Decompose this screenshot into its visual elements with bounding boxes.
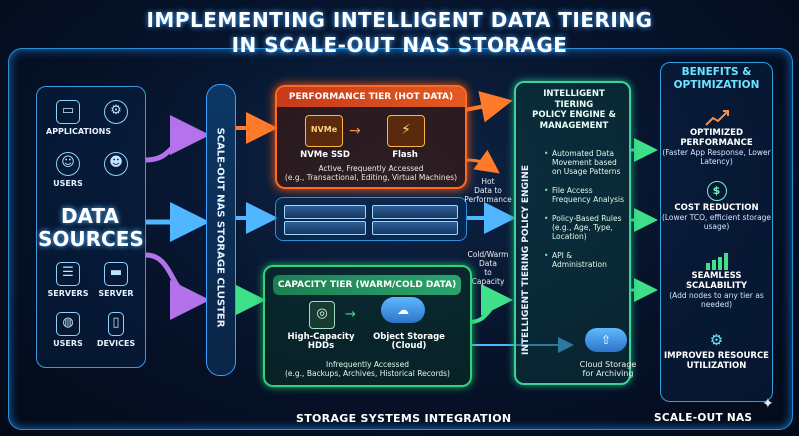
data-sources-title: DATA SOURCES [38, 205, 142, 251]
benefits-header: BENEFITS & OPTIMIZATION [661, 66, 772, 92]
users-label-2: USERS [46, 339, 90, 348]
users-source: ☺ USERS [46, 152, 90, 188]
server-rack-icon [372, 205, 458, 219]
data-sources-line-2: SOURCES [38, 228, 142, 251]
benefit-desc: (Faster App Response, Lower Latency) [661, 148, 772, 166]
monitor-icon: ▬ [104, 262, 128, 286]
engine-head-line-1: INTELLIGENT [524, 89, 624, 100]
chart-up-icon [704, 108, 730, 126]
benefits-header-line-2: OPTIMIZATION [661, 79, 772, 92]
devices-source: ▯ DEVICES [94, 312, 138, 348]
engine-feature: Policy-Based Rules (e.g., Age, Type, Loc… [544, 214, 628, 241]
footer-scale-out-label: SCALE-OUT NAS [654, 412, 752, 424]
benefits-panel: BENEFITS & OPTIMIZATION OPTIMIZED PERFOR… [660, 62, 773, 402]
cluster-label: SCALE-OUT NAS STORAGE CLUSTER [215, 115, 226, 341]
devices-label: DEVICES [94, 339, 138, 348]
middle-storage-nodes [275, 197, 467, 241]
benefit-title: IMPROVED RESOURCE UTILIZATION [661, 351, 772, 371]
policy-engine-vertical-label: INTELLIGENT TIERING POLICY ENGINE [521, 160, 531, 360]
benefit-title: SEAMLESS SCALABILITY [661, 271, 772, 291]
footer-integration-label: STORAGE SYSTEMS INTEGRATION [296, 412, 511, 425]
hot-flow-line-3: Performance [460, 195, 516, 204]
cloud-line-1: Cloud Storage [570, 360, 646, 369]
servers-source: ☰ SERVERS [46, 262, 90, 298]
users-label: USERS [46, 179, 90, 188]
user-icon: ☻ [104, 152, 128, 176]
nvme-chip-icon: NVMe [305, 115, 343, 147]
engine-head-line-2: TIERING [524, 100, 624, 111]
engine-head-line-3: POLICY ENGINE & [524, 110, 624, 121]
flash-label: Flash [375, 151, 435, 160]
policy-engine-features: Automated Data Movement based on Usage P… [544, 149, 628, 279]
server-rack-icon [284, 221, 366, 235]
object-storage-label-2: (Cloud) [363, 342, 455, 351]
server-rack-icon: ☰ [56, 262, 80, 286]
applications-label: APPLICATIONS [46, 127, 90, 136]
hot-data-flow-label: Hot Data to Performance [460, 177, 516, 204]
engine-to-benefits-arrows [629, 150, 652, 290]
performance-desc-2: (e.g., Transactional, Editing, Virtual M… [277, 173, 465, 182]
user-icon: ☺ [56, 152, 80, 176]
benefit-optimized-performance: OPTIMIZED PERFORMANCE (Faster App Respon… [661, 108, 772, 166]
gear-source: ⚙ [94, 100, 138, 127]
cold-flow-line-1: Cold/Warm [460, 250, 516, 259]
browser-icon: ▭ [56, 100, 80, 124]
performance-desc-1: Active, Frequently Accessed [277, 164, 465, 173]
engine-head-line-4: MANAGEMENT [524, 121, 624, 132]
capacity-desc-2: (e.g., Backups, Archives, Historical Rec… [265, 369, 470, 378]
server-source: ▬ SERVER [94, 262, 138, 298]
applications-source: ▭ APPLICATIONS [46, 100, 90, 136]
user-source-2: ☻ [94, 152, 138, 179]
phone-icon: ▯ [108, 312, 124, 336]
cloud-upload-icon: ⇧ [585, 328, 627, 352]
benefit-desc: (Add nodes to any tier as needed) [661, 291, 772, 309]
benefit-title: OPTIMIZED PERFORMANCE [661, 128, 772, 148]
arrow-right-icon: → [349, 123, 361, 139]
benefits-header-line-1: BENEFITS & [661, 66, 772, 79]
servers-label: SERVERS [46, 289, 90, 298]
nvme-ssd-label: NVMe SSD [281, 151, 369, 160]
benefit-seamless-scalability: SEAMLESS SCALABILITY (Add nodes to any t… [661, 251, 772, 309]
dollar-icon: $ [707, 181, 727, 201]
benefit-resource-utilization: ⚙ IMPROVED RESOURCE UTILIZATION [661, 331, 772, 371]
hot-flow-line-2: Data to [460, 186, 516, 195]
globe-icon: ◍ [56, 312, 80, 336]
server-rack-icon [372, 221, 458, 235]
arrow-right-icon: → [345, 307, 356, 322]
sparkle-icon: ✦ [762, 396, 774, 412]
performance-tier-header: PERFORMANCE TIER (HOT DATA) [277, 87, 465, 107]
benefit-cost-reduction: $ COST REDUCTION (Lower TCO, efficient s… [661, 181, 772, 231]
engine-feature: Automated Data Movement based on Usage P… [544, 149, 628, 176]
cloud-line-2: for Archiving [570, 369, 646, 378]
policy-engine-header: INTELLIGENT TIERING POLICY ENGINE & MANA… [524, 89, 624, 131]
benefit-desc: (Lower TCO, efficient storage usage) [661, 213, 772, 231]
data-sources-line-1: DATA [38, 205, 142, 228]
hdd-label-2: HDDs [279, 342, 363, 351]
server-rack-icon [284, 205, 366, 219]
capacity-tier-header: CAPACITY TIER (WARM/COLD DATA) [273, 275, 461, 295]
bar-chart-icon [704, 251, 730, 269]
gear-icon: ⚙ [104, 100, 128, 124]
engine-feature: API & Administration [544, 251, 628, 269]
engine-feature: File Access Frequency Analysis [544, 186, 628, 204]
benefit-title: COST REDUCTION [661, 203, 772, 213]
flash-bolt-icon: ⚡ [387, 115, 425, 147]
gears-icon: ⚙ [704, 331, 730, 349]
cloud-icon: ☁ [381, 297, 425, 323]
source-to-cluster-arrows [146, 135, 200, 300]
cloud-archiving-label: Cloud Storage for Archiving [570, 360, 646, 378]
users-source-2: ◍ USERS [46, 312, 90, 348]
hot-flow-line-1: Hot [460, 177, 516, 186]
capacity-tier: CAPACITY TIER (WARM/COLD DATA) ◎ → ☁ Hig… [263, 265, 472, 387]
server-label: SERVER [94, 289, 138, 298]
performance-tier: PERFORMANCE TIER (HOT DATA) NVMe → ⚡ NVM… [275, 85, 467, 189]
hdd-icon: ◎ [309, 301, 335, 329]
capacity-desc-1: Infrequently Accessed [265, 360, 470, 369]
